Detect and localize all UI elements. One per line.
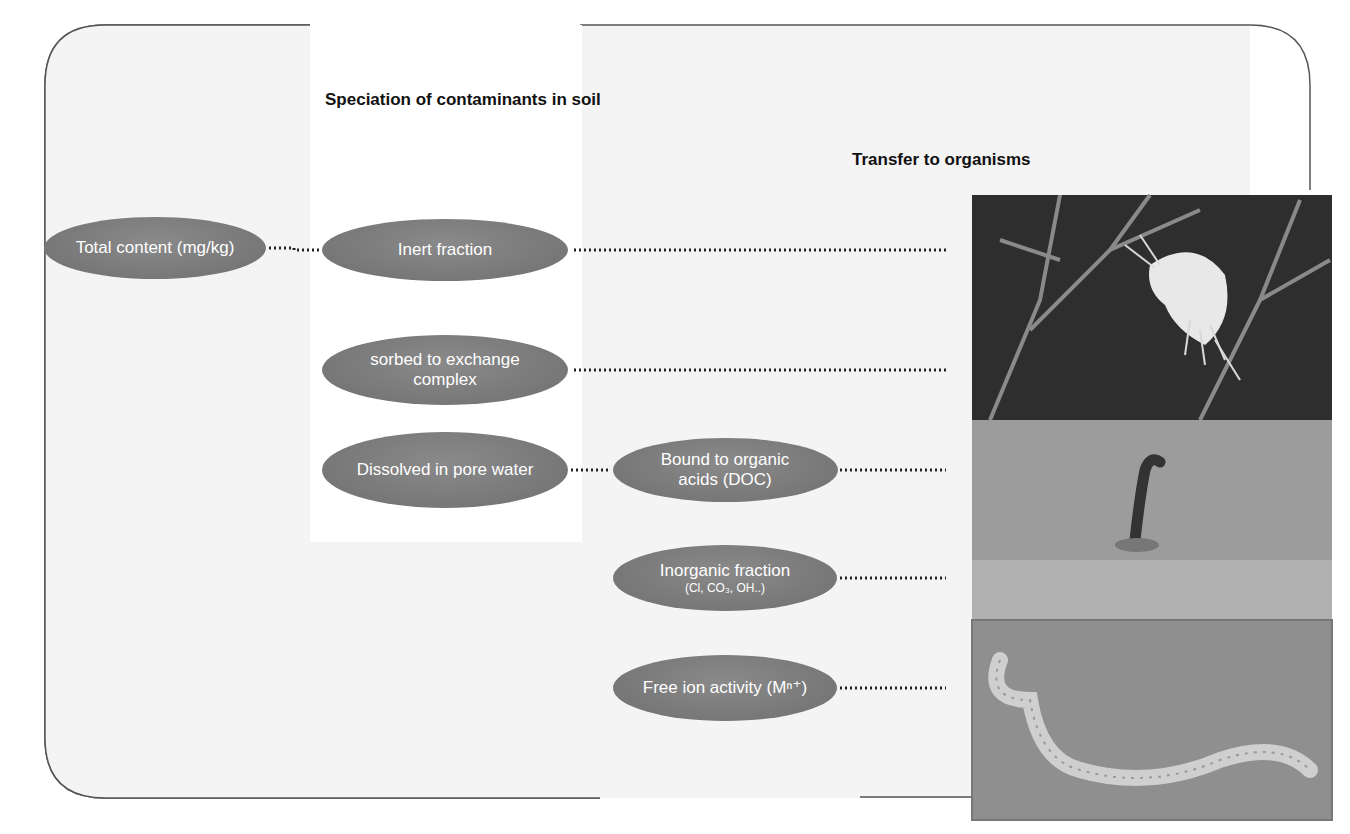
ellipse-node: Total content (mg/kg) xyxy=(44,217,266,279)
photo-worm-in-sand xyxy=(972,420,1332,620)
ellipse-node: Dissolved in pore water xyxy=(322,432,568,508)
node-text: Inert fraction xyxy=(398,240,493,260)
node-text: (Cl, CO₃, OH..) xyxy=(685,581,765,595)
frame-line-left xyxy=(45,25,600,798)
section-label: Transfer to organisms xyxy=(852,150,1031,170)
dotted-connector xyxy=(571,470,610,471)
frame-line-bottom xyxy=(860,796,972,798)
leader-lines xyxy=(574,250,946,688)
node-text: Inorganic fraction xyxy=(660,561,790,581)
ellipse-node: Bound to organic acids (DOC) xyxy=(613,438,838,502)
ellipse-node: Inert fraction xyxy=(322,219,568,281)
ellipse-node: sorbed to exchange complex xyxy=(322,335,568,405)
node-text: Total content (mg/kg) xyxy=(76,238,235,258)
node-text: Bound to organic acids (DOC) xyxy=(642,450,808,491)
frame-line-top xyxy=(580,25,1310,190)
node-text: Dissolved in pore water xyxy=(357,460,534,480)
ellipse-node: Inorganic fraction(Cl, CO₃, OH..) xyxy=(613,545,837,611)
diagram-title: Speciation of contaminants in soil xyxy=(325,90,601,110)
dotted-connector xyxy=(269,248,319,250)
node-text: Free ion activity (Mⁿ⁺) xyxy=(643,678,807,698)
photo-amphipod xyxy=(972,195,1332,420)
ellipse-node: Free ion activity (Mⁿ⁺) xyxy=(613,655,837,721)
photo-earthworm xyxy=(972,620,1332,820)
node-text: sorbed to exchange complex xyxy=(354,350,536,391)
